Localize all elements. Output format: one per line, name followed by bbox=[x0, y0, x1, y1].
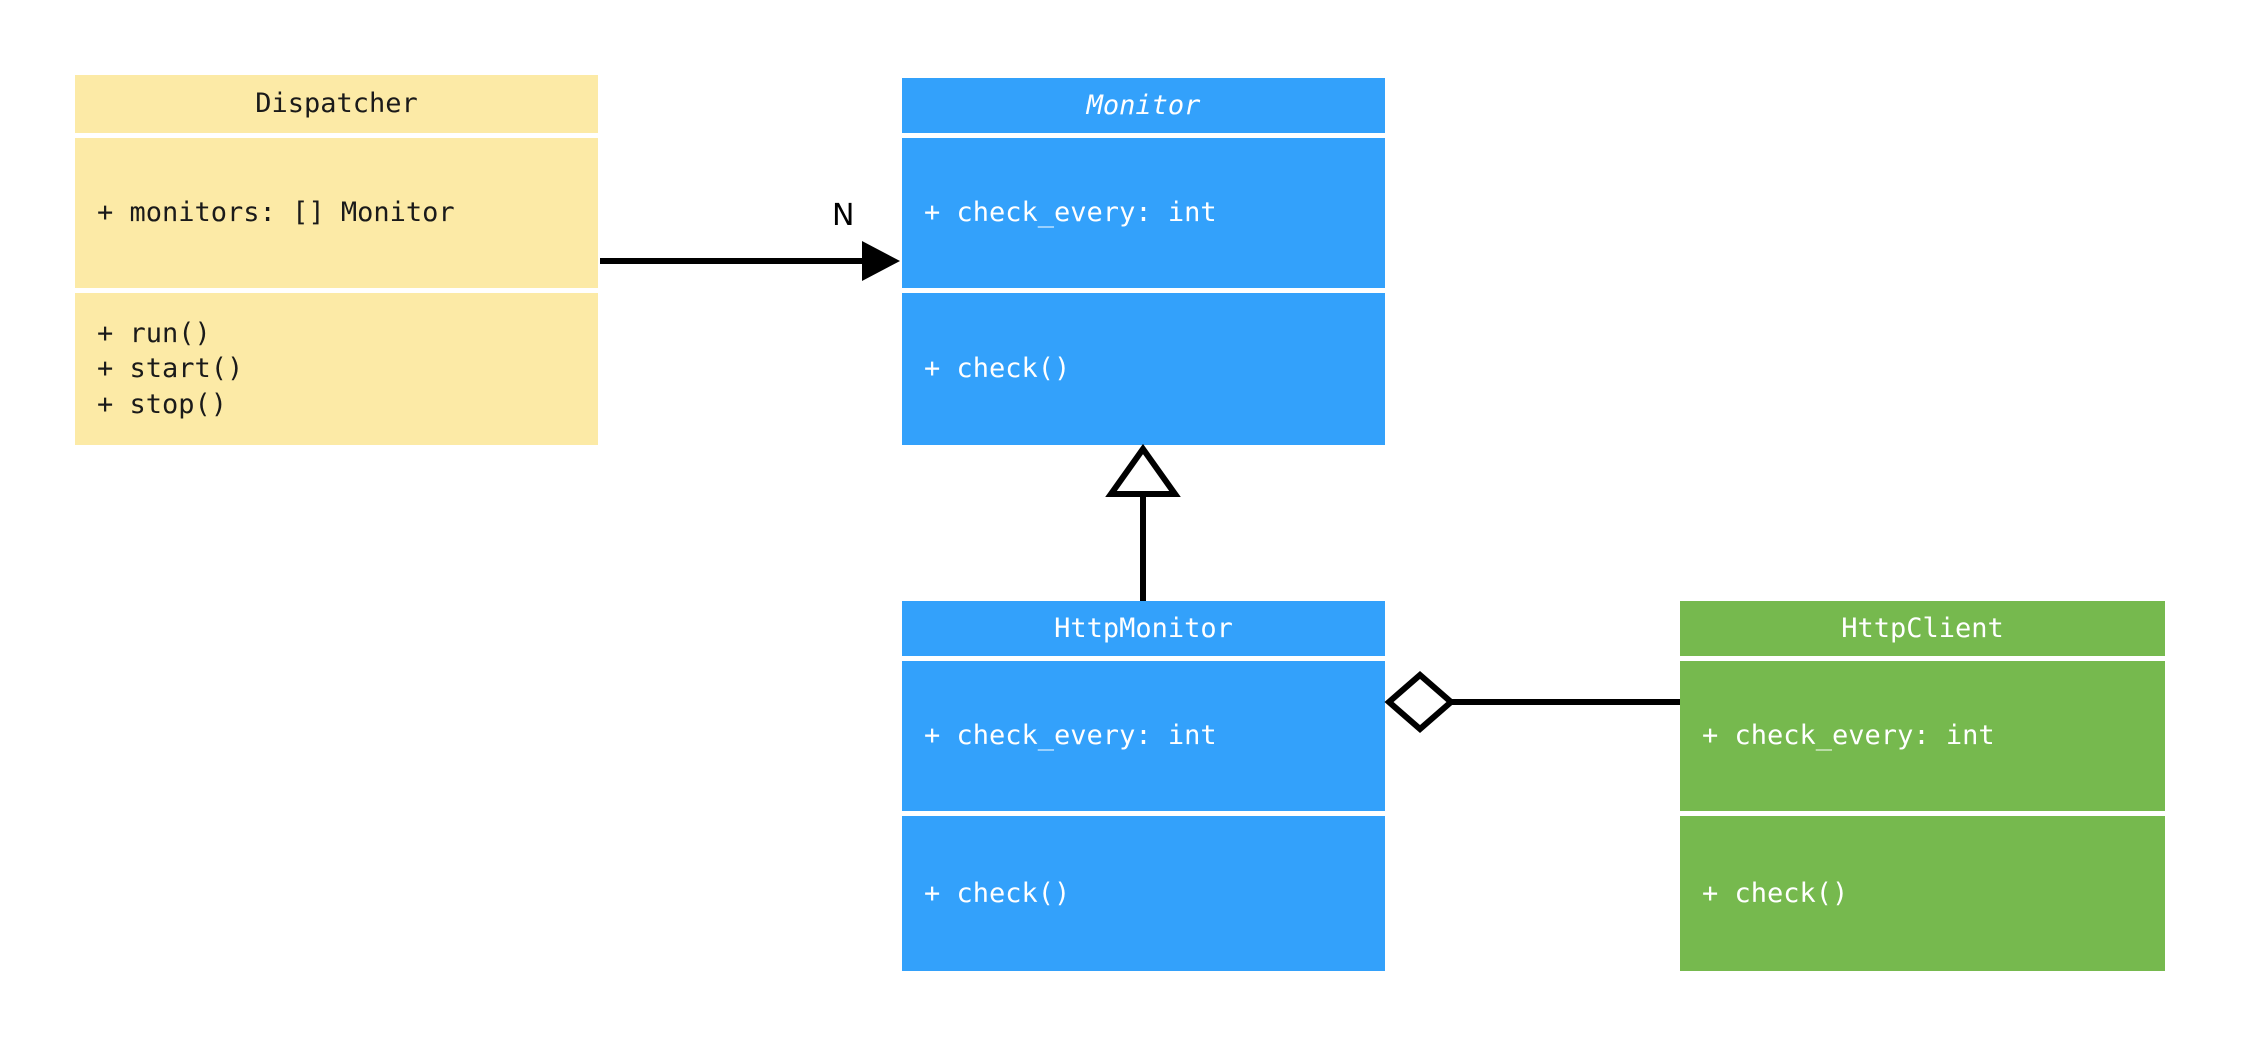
compartment-divider bbox=[902, 133, 1385, 138]
class-header-monitor: Monitor bbox=[902, 78, 1385, 133]
filled-arrowhead-icon bbox=[862, 241, 900, 281]
class-methods-httpclient: + check() bbox=[1680, 816, 2165, 971]
compartment-divider bbox=[75, 288, 598, 293]
class-attributes-monitor: + check_every: int bbox=[902, 138, 1385, 288]
method-row: + check() bbox=[924, 353, 1071, 385]
method-row: + run() bbox=[97, 317, 211, 349]
class-methods-dispatcher: + run() + start() + stop() bbox=[75, 293, 598, 445]
edge-httpmonitor-to-httpclient[interactable] bbox=[1384, 671, 1680, 733]
hollow-diamond-arrowhead-icon bbox=[1384, 671, 1456, 733]
attribute-row: + monitors: [] Monitor bbox=[97, 197, 455, 229]
class-header-httpclient: HttpClient bbox=[1680, 601, 2165, 656]
class-title-dispatcher: Dispatcher bbox=[255, 88, 418, 120]
compartment-divider bbox=[1680, 656, 2165, 661]
class-box-dispatcher[interactable]: Dispatcher + monitors: [] Monitor + run(… bbox=[75, 75, 598, 445]
edge-httpmonitor-to-monitor[interactable] bbox=[1105, 443, 1181, 601]
method-row: + check() bbox=[1702, 877, 1849, 909]
class-title-httpclient: HttpClient bbox=[1841, 612, 2004, 644]
class-attributes-httpmonitor: + check_every: int bbox=[902, 661, 1385, 811]
compartment-divider bbox=[902, 656, 1385, 661]
class-methods-httpmonitor: + check() bbox=[902, 816, 1385, 971]
compartment-divider bbox=[902, 811, 1385, 816]
class-box-monitor[interactable]: Monitor + check_every: int + check() bbox=[902, 78, 1385, 445]
edge-dispatcher-to-monitor[interactable] bbox=[600, 241, 900, 281]
compartment-divider bbox=[902, 288, 1385, 293]
class-header-httpmonitor: HttpMonitor bbox=[902, 601, 1385, 656]
method-row: + stop() bbox=[97, 388, 228, 420]
edge-label-multiplicity-n: N bbox=[832, 198, 855, 233]
method-row: + check() bbox=[924, 877, 1071, 909]
class-attributes-dispatcher: + monitors: [] Monitor bbox=[75, 138, 598, 288]
compartment-divider bbox=[75, 133, 598, 138]
class-title-httpmonitor: HttpMonitor bbox=[1054, 612, 1233, 644]
class-box-httpmonitor[interactable]: HttpMonitor + check_every: int + check() bbox=[902, 601, 1385, 971]
class-header-dispatcher: Dispatcher bbox=[75, 75, 598, 133]
attribute-row: + check_every: int bbox=[1702, 720, 1995, 752]
attribute-row: + check_every: int bbox=[924, 720, 1217, 752]
attribute-row: + check_every: int bbox=[924, 197, 1217, 229]
method-row: + start() bbox=[97, 353, 244, 385]
class-title-monitor: Monitor bbox=[1086, 89, 1201, 121]
class-attributes-httpclient: + check_every: int bbox=[1680, 661, 2165, 811]
class-methods-monitor: + check() bbox=[902, 293, 1385, 445]
hollow-triangle-arrowhead-icon bbox=[1105, 443, 1181, 497]
compartment-divider bbox=[1680, 811, 2165, 816]
class-box-httpclient[interactable]: HttpClient + check_every: int + check() bbox=[1680, 601, 2165, 971]
